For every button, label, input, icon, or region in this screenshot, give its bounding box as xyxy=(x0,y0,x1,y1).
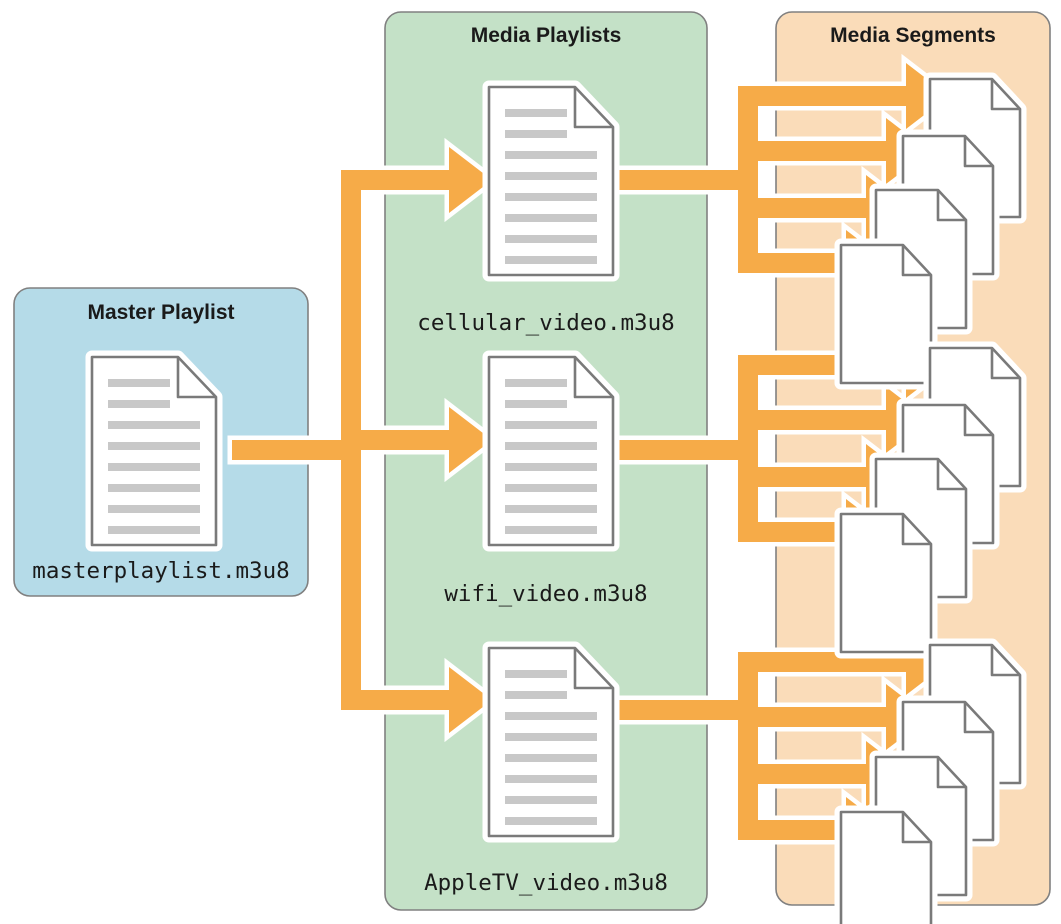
media-segments-title: Media Segments xyxy=(830,24,996,47)
appletv-playlist-file-label: AppleTV_video.m3u8 xyxy=(424,870,668,896)
cellular-playlist-file-label: cellular_video.m3u8 xyxy=(417,310,674,336)
flow-master-to-playlists xyxy=(227,137,500,743)
media-playlist-doc-cellular xyxy=(489,87,613,275)
media-segment-doc xyxy=(841,812,931,924)
master-playlist-file-label: masterplaylist.m3u8 xyxy=(32,558,289,584)
media-playlist-doc-wifi xyxy=(489,357,613,545)
master-playlist-doc xyxy=(92,357,216,545)
media-segment-doc xyxy=(841,245,931,383)
wifi-playlist-file-label: wifi_video.m3u8 xyxy=(444,581,647,607)
master-playlist-title: Master Playlist xyxy=(87,301,234,324)
media-playlists-title: Media Playlists xyxy=(471,24,622,47)
media-segment-doc xyxy=(841,514,931,652)
media-playlist-doc-appletv xyxy=(489,648,613,836)
